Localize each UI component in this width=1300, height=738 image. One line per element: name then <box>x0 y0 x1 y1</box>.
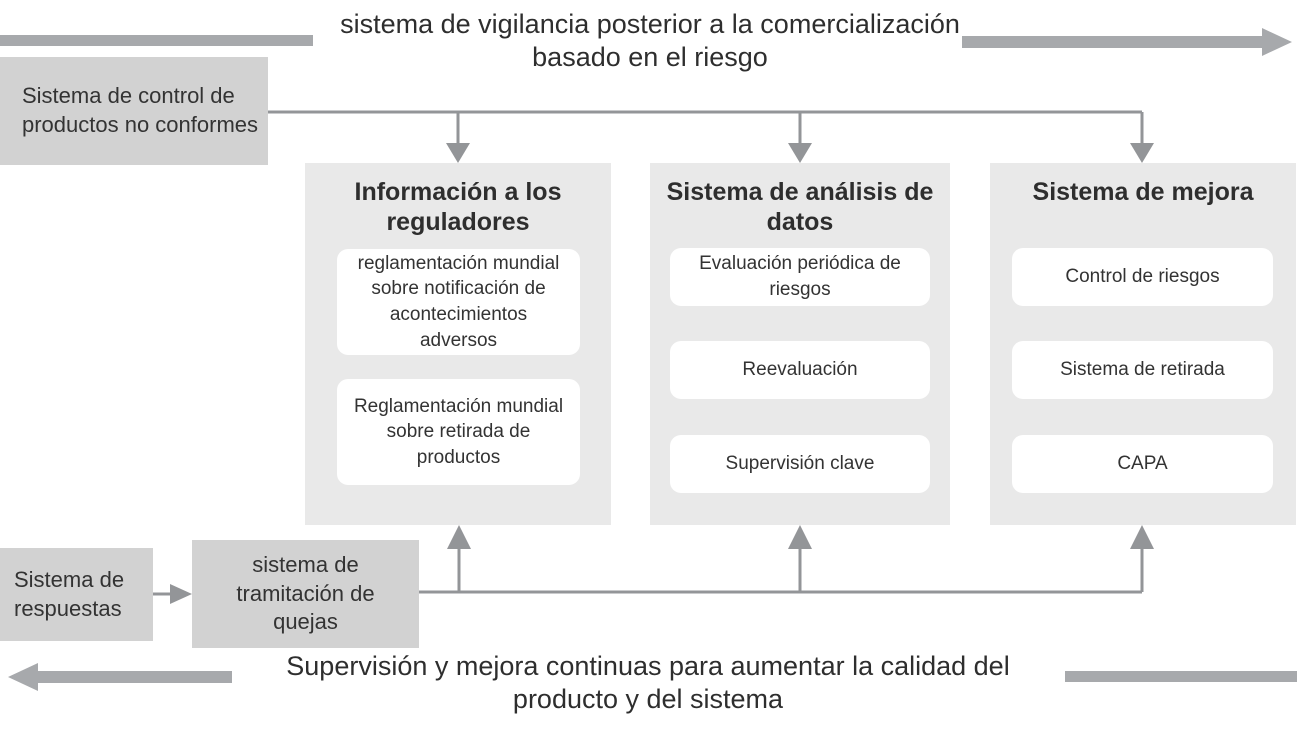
panel-title: Sistema de mejora <box>1032 178 1254 206</box>
box-response-system[interactable]: Sistema de respuestas <box>0 548 153 641</box>
panel-data-analysis-system[interactable]: Sistema de análisis de datos Evaluación … <box>650 163 950 525</box>
panel-title: Sistema de análisis de datos <box>666 178 934 236</box>
item-box[interactable]: Evaluación periódica de riesgos <box>670 248 930 306</box>
bottom-banner-label: Supervisión y mejora continuas para aume… <box>286 651 1010 714</box>
panel-information-to-regulators[interactable]: Información a los reguladores reglamenta… <box>305 163 611 525</box>
item-box[interactable]: Control de riesgos <box>1012 248 1273 306</box>
item-box[interactable]: reglamentación mundial sobre notificació… <box>337 249 580 355</box>
panel-improvement-system[interactable]: Sistema de mejora Control de riesgos Sis… <box>990 163 1296 525</box>
arrow-right-icon-top <box>962 28 1292 56</box>
item-box[interactable]: Reglamentación mundial sobre retirada de… <box>337 379 580 485</box>
box-nonconforming-product-control[interactable]: Sistema de control de productos no confo… <box>0 57 268 165</box>
item-box[interactable]: Supervisión clave <box>670 435 930 493</box>
item-box[interactable]: Sistema de retirada <box>1012 341 1273 399</box>
item-box[interactable]: CAPA <box>1012 435 1273 493</box>
bar-icon-bottom-right <box>1065 671 1297 682</box>
bar-icon-top-left <box>0 35 313 46</box>
arrow-left-icon-bottom <box>8 663 232 691</box>
panel-title: Información a los reguladores <box>354 178 562 236</box>
item-box[interactable]: Reevaluación <box>670 341 930 399</box>
box-complaint-handling-system[interactable]: sistema de tramitación de quejas <box>192 540 419 648</box>
top-banner-label: sistema de vigilancia posterior a la com… <box>340 9 960 72</box>
